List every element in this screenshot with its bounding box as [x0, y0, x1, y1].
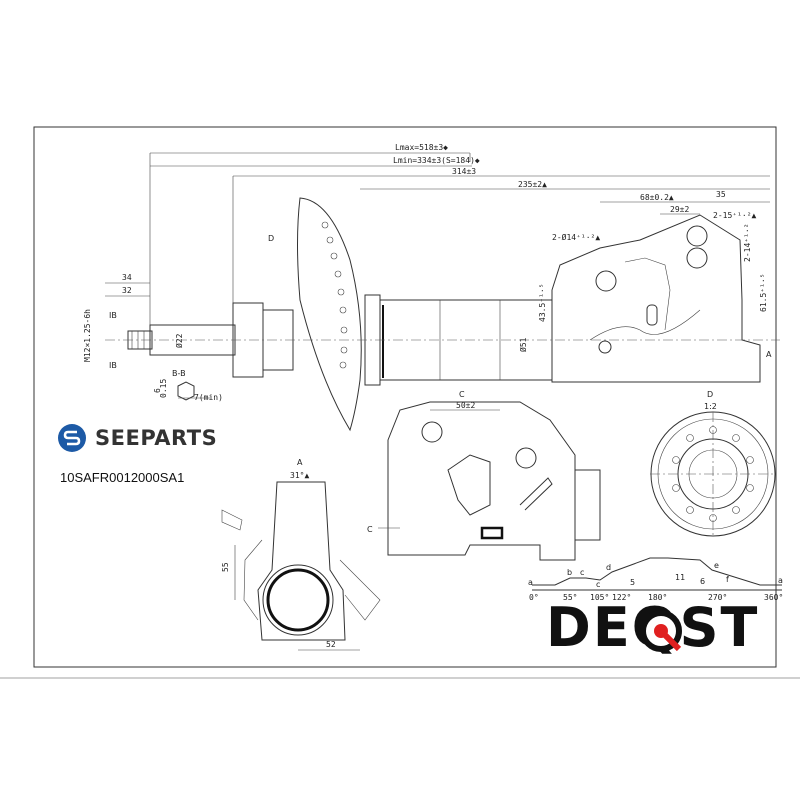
hole14r-dim: 2-14⁺¹·² [743, 223, 752, 262]
a-width-dim: 52 [326, 640, 336, 649]
cam-axis-180: 180° [648, 593, 667, 602]
seeparts-brand: SEEPARTS [57, 423, 217, 453]
cam-c: c [596, 580, 600, 589]
section-b-top: IB [109, 311, 117, 320]
cam-d: d [606, 563, 611, 572]
drawing-frame [33, 126, 777, 668]
cam-6: 6 [700, 577, 705, 586]
cam-b: b [567, 568, 572, 577]
view-d-scale: 1:2 [704, 402, 717, 411]
d34-dim: 34 [122, 273, 132, 282]
part-number: 10SAFR0012000SA1 [60, 470, 185, 485]
l235-dim: 235±2▲ [518, 180, 547, 189]
d51-dim: Ø51 [518, 337, 528, 352]
d61-dim: 61.5⁺¹·⁵ [759, 273, 768, 312]
a-angle-dim: 31°▲ [290, 471, 309, 480]
flat-015-dim: 0.15 [159, 379, 168, 398]
brand-name: SEEPARTS [95, 426, 218, 450]
hole14-dim: 2-Ø14⁺¹·²▲ [552, 232, 600, 242]
strut-side-view: Lmax=518±3◆ Lmin=334±3(S=184)◆ 314±3 235… [83, 143, 780, 432]
d32-dim: 32 [122, 286, 132, 295]
cam-axis-122: 122° [612, 593, 631, 602]
thread-dim: M12×1.25-6h [83, 309, 92, 362]
knuckle-bracket [551, 214, 761, 383]
d43-dim: 43.5⁺¹·⁵ [538, 283, 547, 322]
a-height-dim: 55 [221, 562, 230, 572]
cam-a-right: a [778, 576, 783, 585]
cam-axis-55: 55° [563, 593, 577, 602]
cam-f: f [726, 575, 729, 584]
view-a-title: A [297, 458, 303, 467]
top-mount-view-d: D 1:2 [650, 390, 776, 537]
bracket-view-a: A 31°▲ 55 52 [221, 458, 381, 651]
view-c-title: C [459, 390, 465, 399]
l29-dim: 29±2 [670, 205, 689, 214]
l68-dim: 68±0.2▲ [640, 193, 674, 202]
cam-a-left: a [528, 578, 533, 587]
angle-profile-diagram: a a b c c d 5 11 6 e f 0° 55° 105° 122° … [528, 557, 783, 602]
cam-5: 5 [630, 578, 635, 587]
cam-axis-360: 360° [764, 593, 783, 602]
l35-dim: 35 [716, 190, 726, 199]
section-b-bottom: IB [109, 361, 117, 370]
c-width-dim: 50±2 [456, 401, 475, 410]
rod-dia-dim: Ø22 [174, 333, 184, 348]
cam-axis-105: 105° [590, 593, 609, 602]
lmin-dim: Lmin=334±3(S=184)◆ [393, 156, 480, 165]
bracket-view-c: C 50±2 C [367, 390, 601, 561]
view-d-title: D [707, 390, 713, 399]
seeparts-s-logo-icon [58, 424, 86, 452]
cam-11: 11 [675, 573, 685, 582]
flat-6-dim: 6 [153, 388, 162, 393]
deqst-q-target-icon [640, 610, 682, 652]
cam-c-upper: c [580, 568, 584, 577]
cam-axis-270: 270° [708, 593, 727, 602]
l314-dim: 314±3 [452, 167, 476, 176]
hole15-dim: 2-15⁺¹·²▲ [713, 211, 757, 220]
section-bb-label: B-B [172, 369, 186, 378]
cam-e: e [714, 561, 719, 570]
section-b-b: B-B 7(min) 6 0.15 [153, 369, 223, 402]
cam-axis-0: 0° [529, 593, 539, 602]
view-c-marker: C [367, 525, 373, 534]
spring-seat [297, 197, 362, 432]
flat-width-dim: 7(min) [194, 393, 223, 402]
lmax-dim: Lmax=518±3◆ [395, 143, 448, 152]
view-a-marker: A [766, 350, 772, 359]
view-d-marker: D [268, 234, 274, 243]
